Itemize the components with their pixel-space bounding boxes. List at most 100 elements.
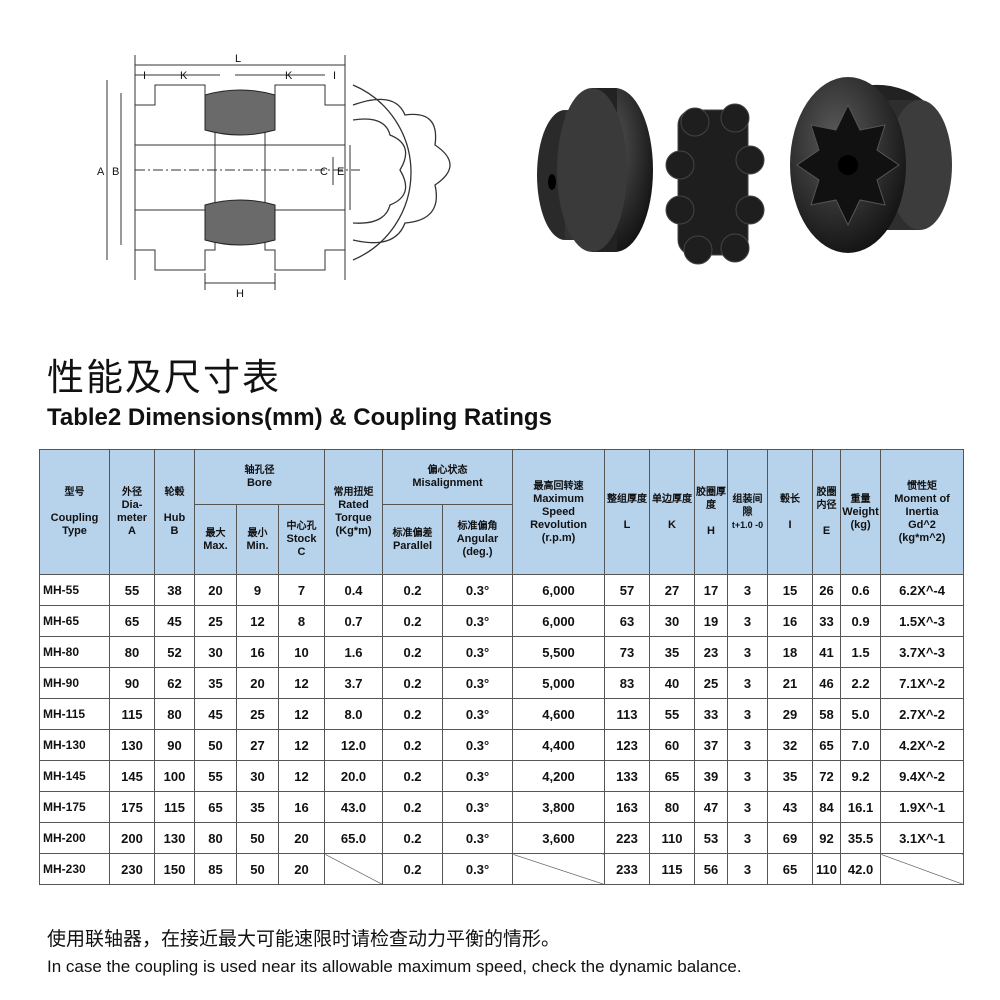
table-cell: 41 <box>812 636 842 668</box>
coupling-model-cell: MH-130 <box>39 729 110 761</box>
header-K: 单边厚度 K <box>649 449 696 575</box>
table-cell: 46 <box>812 667 842 699</box>
table-cell: 6,000 <box>512 574 606 606</box>
header-max-speed: 最高回转速 Maximum Speed Revolution (r.p.m) <box>512 449 606 575</box>
table-cell: 35 <box>236 791 279 823</box>
table-cell: 175 <box>109 791 155 823</box>
table-cell: 0.3° <box>442 822 514 854</box>
table-cell: 115 <box>649 853 696 885</box>
table-cell: 133 <box>604 760 651 792</box>
table-cell: 163 <box>604 791 651 823</box>
table-cell: 3 <box>727 574 769 606</box>
coupling-model-cell: MH-115 <box>39 698 110 730</box>
table-cell: 32 <box>767 729 814 761</box>
header-diameter: 外径 Dia- meter A <box>109 449 155 575</box>
table-cell: 6,000 <box>512 605 606 637</box>
table-cell: 1.6 <box>324 636 384 668</box>
table-cell: 0.3° <box>442 853 514 885</box>
dim-label-I-right: I <box>333 70 336 82</box>
table-cell: 0.3° <box>442 574 514 606</box>
coupling-product-photo <box>537 77 952 265</box>
header-assembly-gap: 组装间隙 t+1.0 -0 <box>727 449 769 575</box>
table-cell: 33 <box>812 605 842 637</box>
table-cell: 72 <box>812 760 842 792</box>
table-cell: 90 <box>109 667 155 699</box>
table-cell: 18 <box>767 636 814 668</box>
table-cell: 5,500 <box>512 636 606 668</box>
page-title-chinese: 性能及尺寸表 <box>47 356 281 399</box>
table-cell: 35 <box>767 760 814 792</box>
header-coupling-type: 型号 Coupling Type <box>39 449 110 575</box>
table-cell: 16 <box>236 636 279 668</box>
table-cell: 115 <box>154 791 195 823</box>
table-cell: 84 <box>812 791 842 823</box>
table-cell: 12 <box>277 667 326 699</box>
table-cell: 4,400 <box>512 729 606 761</box>
table-cell: 9.4X^-2 <box>880 760 965 792</box>
table-cell: 65 <box>649 760 696 792</box>
table-cell: 62 <box>154 667 195 699</box>
table-cell: 3 <box>727 698 769 730</box>
table-cell: 80 <box>154 698 195 730</box>
table-cell: 7 <box>277 574 326 606</box>
header-bore-stock: 中心孔 Stock C <box>277 504 326 575</box>
table-cell: 3.7X^-3 <box>880 636 965 668</box>
table-cell: 33 <box>694 698 729 730</box>
dim-label-K-left: K <box>180 70 188 82</box>
header-bore-min: 最小 Min. <box>236 504 279 575</box>
table-cell: 65 <box>812 729 842 761</box>
table-cell: 9 <box>236 574 279 606</box>
table-cell: 16.1 <box>840 791 882 823</box>
table-cell: 58 <box>812 698 842 730</box>
table-cell: 110 <box>649 822 696 854</box>
table-cell: 65.0 <box>324 822 384 854</box>
table-cell: 0.3° <box>442 760 514 792</box>
table-cell: 0.3° <box>442 791 514 823</box>
table-cell: 56 <box>694 853 729 885</box>
table-cell: 3 <box>727 636 769 668</box>
table-cell: 26 <box>812 574 842 606</box>
table-cell: 0.2 <box>382 605 444 637</box>
table-cell: 90 <box>154 729 195 761</box>
table-cell: 7.0 <box>840 729 882 761</box>
table-cell: 6.2X^-4 <box>880 574 965 606</box>
dim-label-E: E <box>337 166 344 178</box>
table-cell: 0.2 <box>382 729 444 761</box>
table-cell: 0.4 <box>324 574 384 606</box>
table-cell: 3 <box>727 760 769 792</box>
coupling-ratings-table: 型号 Coupling Type 外径 Dia- meter A 轮毂 Hub … <box>39 449 965 885</box>
table-cell: 3 <box>727 791 769 823</box>
table-cell: 0.3° <box>442 698 514 730</box>
table-cell: 45 <box>154 605 195 637</box>
table-cell: 3.1X^-1 <box>880 822 965 854</box>
dim-label-A: A <box>97 166 105 178</box>
table-cell: 12 <box>236 605 279 637</box>
table-cell: 5,000 <box>512 667 606 699</box>
table-cell: 230 <box>109 853 155 885</box>
coupling-model-cell: MH-55 <box>39 574 110 606</box>
table-cell: 0.2 <box>382 760 444 792</box>
table-cell: 80 <box>649 791 696 823</box>
table-cell: 60 <box>649 729 696 761</box>
table-cell: 85 <box>194 853 237 885</box>
table-cell: 20 <box>236 667 279 699</box>
table-cell: 0.2 <box>382 822 444 854</box>
table-cell: 57 <box>604 574 651 606</box>
table-cell: 3 <box>727 853 769 885</box>
table-cell: 0.2 <box>382 698 444 730</box>
table-cell: 123 <box>604 729 651 761</box>
table-cell: 4.2X^-2 <box>880 729 965 761</box>
table-cell: 37 <box>694 729 729 761</box>
table-cell: 53 <box>694 822 729 854</box>
table-cell: 80 <box>109 636 155 668</box>
header-moment-of-inertia: 惯性矩 Moment of Inertia Gd^2 (kg*m^2) <box>880 449 965 575</box>
table-cell: 20 <box>194 574 237 606</box>
table-cell: 25 <box>236 698 279 730</box>
table-cell: 1.5X^-3 <box>880 605 965 637</box>
table-cell: 27 <box>649 574 696 606</box>
table-cell: 115 <box>109 698 155 730</box>
table-cell: 12 <box>277 729 326 761</box>
table-cell: 12 <box>277 698 326 730</box>
coupling-model-cell: MH-200 <box>39 822 110 854</box>
